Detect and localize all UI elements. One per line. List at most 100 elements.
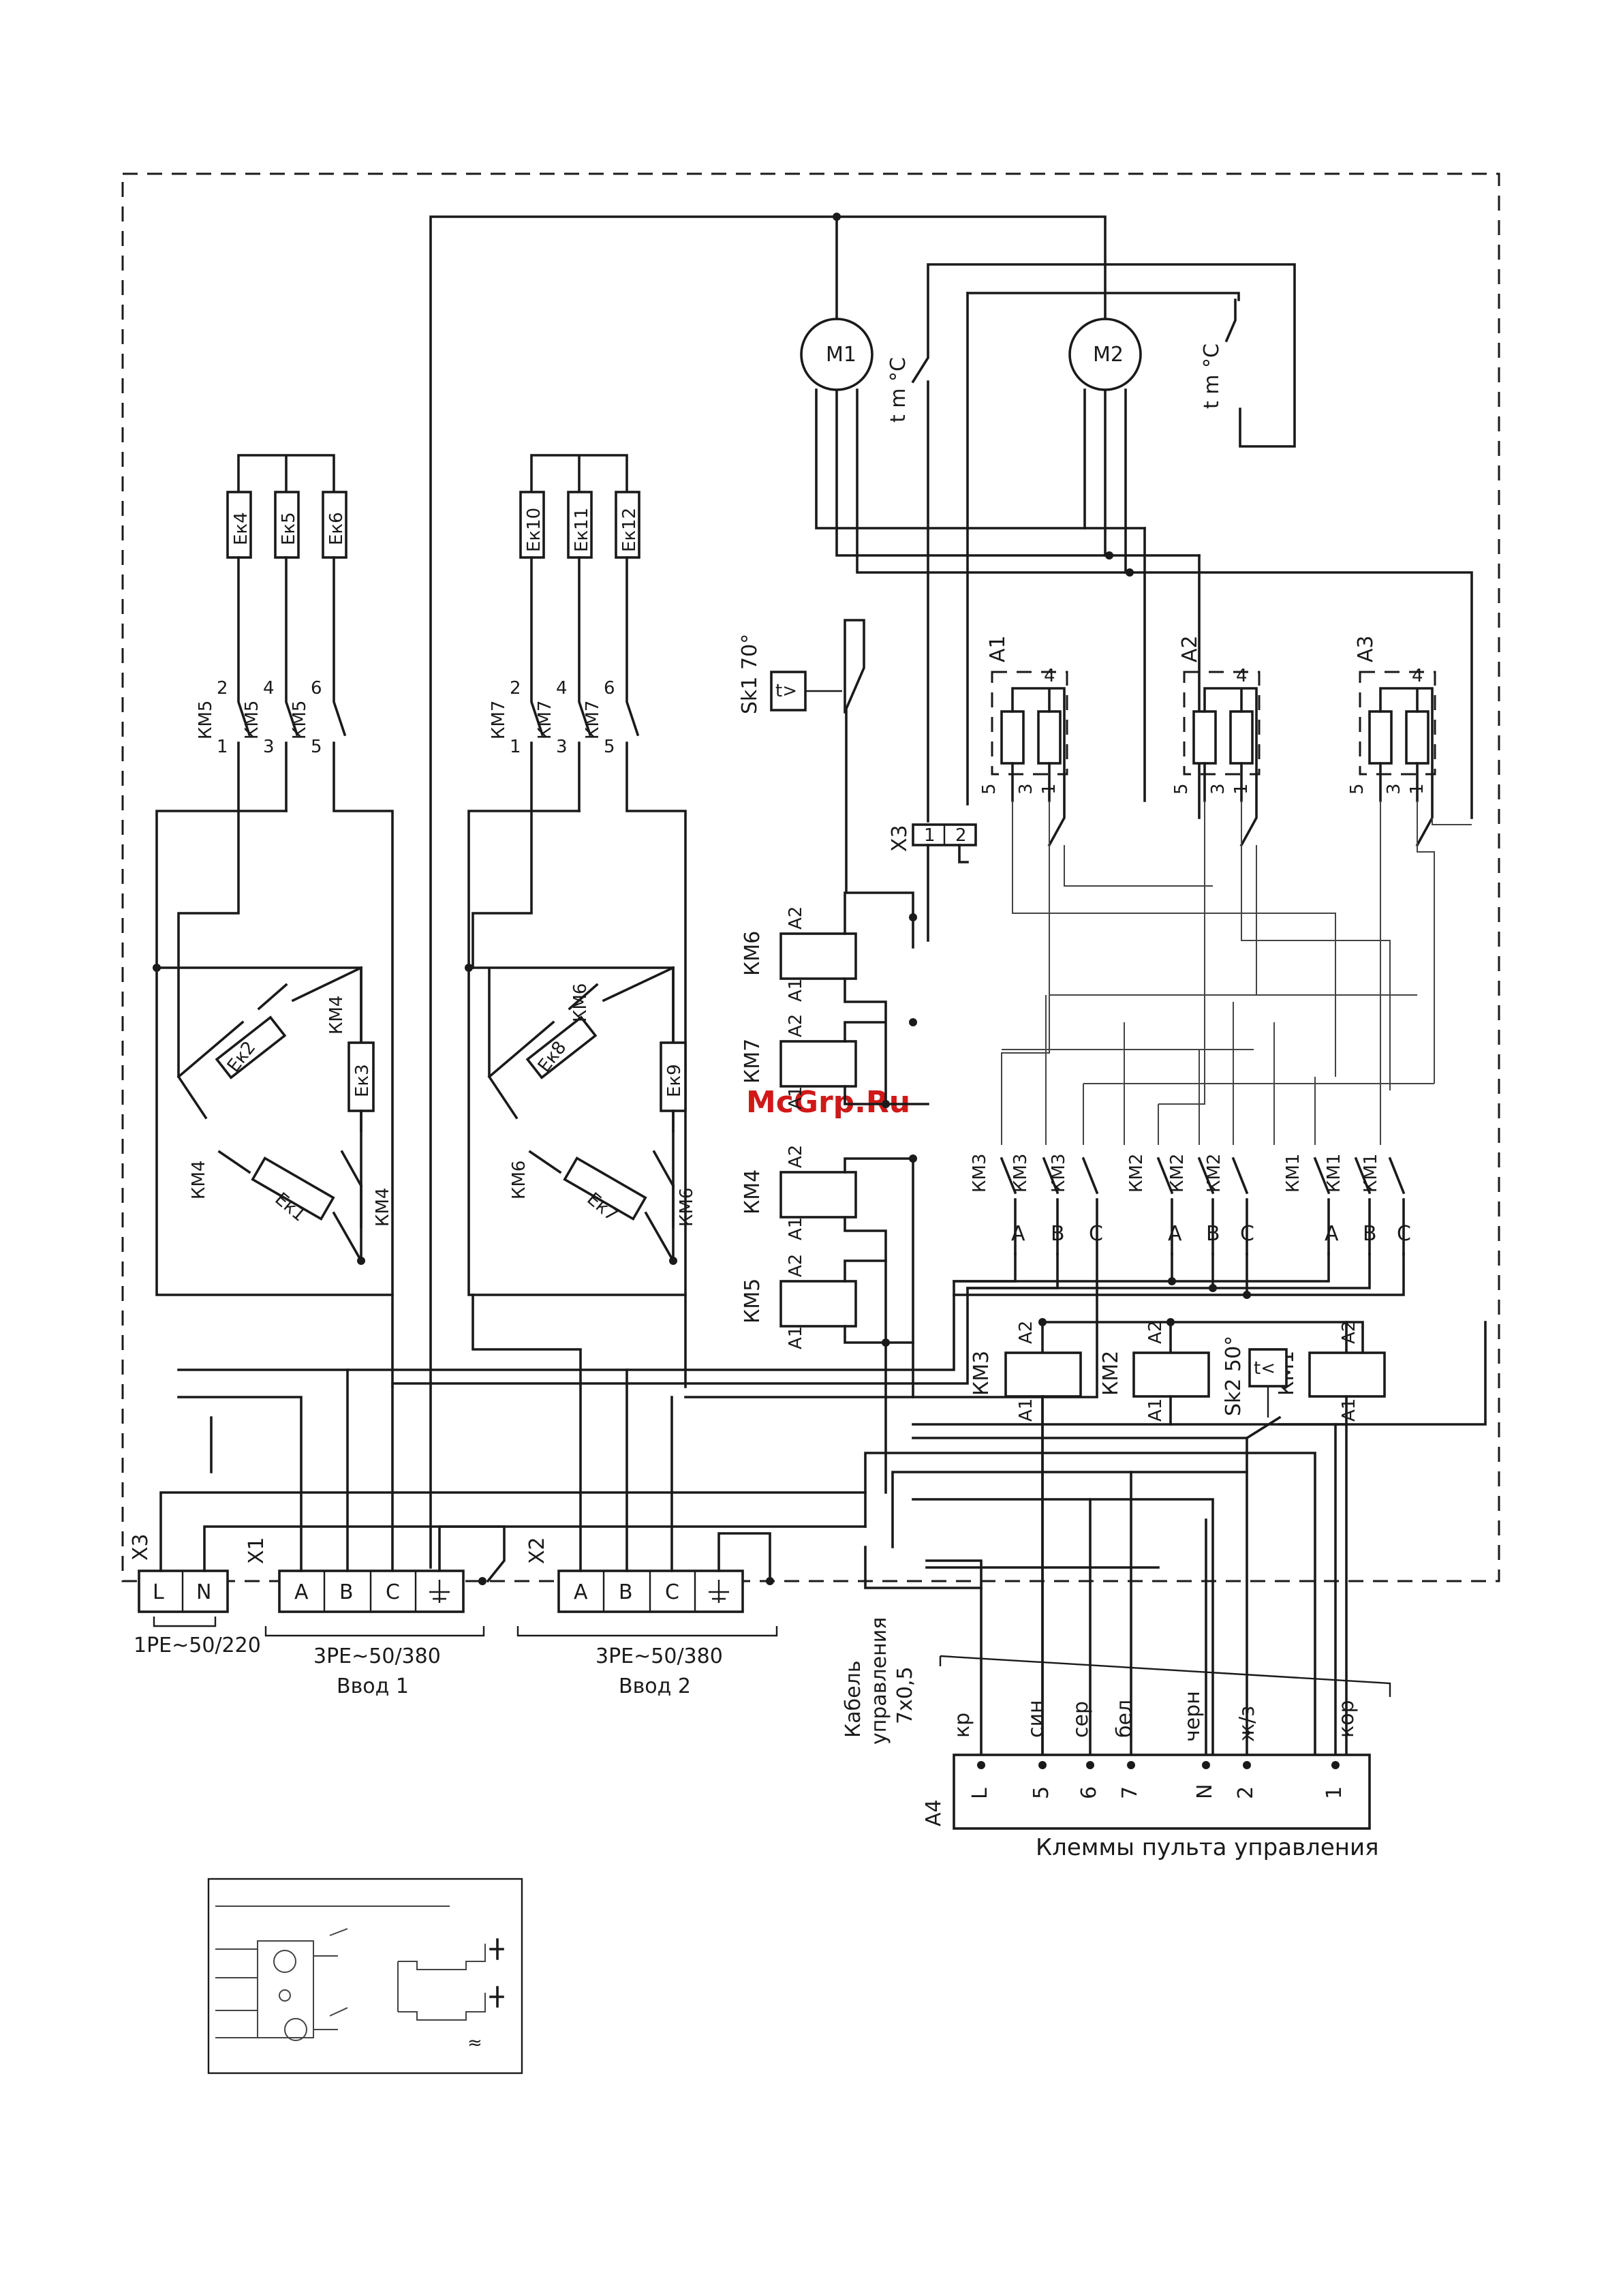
x3-mid-pin-2: 2 [955,825,967,846]
coil-km2-a2: А2 [1145,1321,1166,1344]
coil-km1 [1308,1351,1386,1398]
heater-group-km5: Ек4 Ек5 Ек6 2 4 6 1 3 5 КМ5 КМ5 КМ5 [177,454,394,1388]
cable-label-1: Кабель [841,1661,865,1739]
coil-km2 [1132,1351,1210,1398]
coil-km3-a2: А2 [1016,1321,1036,1344]
cable-label-3: 7х0,5 [893,1666,917,1724]
x3-pin-l: L [153,1580,164,1604]
km7-bot-5: 5 [604,737,615,757]
block-a3-label: А3 [1354,635,1378,662]
km2-phase-b: В [1206,1222,1220,1246]
km3-contact-label-2: КМ3 [1010,1154,1031,1193]
control-panel-a4: L 5 6 7 N 2 1 А4 Клеммы пульта управлени… [922,1754,1379,1861]
coil-km1-a1: А1 [1339,1398,1359,1422]
km7-bot-1: 1 [510,737,521,757]
motor-m1-thermal-label: t m °C [886,357,910,423]
panel-title: Клеммы пульта управления [1036,1834,1379,1861]
sk2-label: Sk2 50° [1222,1336,1246,1416]
km5-contact-label-1: КМ5 [196,701,216,739]
km5-contact-label-2: КМ5 [242,701,262,739]
heater-ek1 [251,1156,335,1221]
km4-label-c: КМ4 [373,1188,393,1227]
heater-ek10 [519,491,545,559]
coil-km4 [779,1171,857,1219]
km3-phase-a: А [1011,1222,1025,1246]
km1-contact-label-1: КМ1 [1283,1154,1303,1193]
fan-heater-block-a2: А2 4 5 3 1 [1171,635,1261,847]
km4-label-b: КМ4 [189,1161,209,1199]
motor-m2: M2 [1068,318,1142,391]
delta-heater-2: Ек8 Ек9 Ек7 КМ6 КМ6 КМ6 [465,810,697,1296]
sk1-symbol: t> [775,681,797,701]
heater-ek5-label: Ек5 [279,512,299,545]
x3-mid-pin-1: 1 [924,825,936,846]
wire-chern: черн [1181,1691,1205,1742]
heater-ek7 [563,1156,647,1221]
panel-pin-2: 2 [1234,1786,1258,1799]
km7-top-2: 2 [510,678,521,699]
coil-km6-a1: А1 [786,979,806,1002]
coil-km3-label: КМ3 [970,1351,993,1396]
km2-contact-label-1: КМ2 [1126,1154,1147,1193]
coil-km7-a2: А2 [786,1014,806,1037]
panel-label: А4 [922,1799,946,1826]
inset-detail: ≈ [207,1878,523,2075]
block-a3-pin-3: 3 [1384,783,1404,795]
coil-km5 [779,1280,857,1328]
km3-phase-b: В [1051,1222,1065,1246]
km1-contact-label-2: КМ1 [1324,1154,1344,1193]
panel-pin-1: 1 [1323,1786,1346,1799]
coil-km5-label: КМ5 [741,1279,764,1323]
block-a1-pin-5: 5 [979,783,1000,795]
km7-top-6: 6 [604,678,615,699]
block-a1-pin-1: 1 [1039,783,1060,795]
delta-heater-1: Ек2 Ек3 Ек1 КМ4 КМ4 КМ4 [153,810,394,1296]
km2-contact-label-2: КМ2 [1167,1154,1188,1193]
coil-km4-a1: А1 [786,1217,806,1240]
km1-contacts: КМ1 КМ1 КМ1 А В С [1283,1154,1411,1255]
heater-ek3-label: Ек3 [352,1064,373,1097]
block-a2-pin-5: 5 [1171,783,1192,795]
thermostat-sk1: t> Sk1 70° [738,619,914,949]
coil-km2-label: КМ2 [1099,1351,1123,1396]
coil-km5-a2: А2 [786,1254,806,1277]
coil-km5-a1: А1 [786,1326,806,1349]
heater-ek4-label: Ек4 [231,512,251,545]
wire-kr: кр [950,1713,974,1738]
heater-ek6-label: Ек6 [326,512,347,545]
motor-m1-label: M1 [826,343,856,367]
km2-phase-a: А [1168,1222,1182,1246]
coil-column-left: КМ6 КМ7 КМ4 КМ5 А2 А1 А2 А1 А2 А1 А2 А1 [741,891,929,1494]
block-a2-label: А2 [1178,635,1202,662]
coil-km3-a1: А1 [1016,1398,1036,1422]
panel-pin-5: 5 [1030,1786,1053,1799]
coil-column-bottom: КМ3 КМ2 КМ1 А2 А1 А2 А1 А2 А1 t< Sk2 50° [864,1318,1487,1766]
km5-top-4: 4 [263,678,275,699]
km4-label-a: КМ4 [326,996,347,1035]
motor-m2-label: M2 [1093,343,1124,367]
x1-pin-a: A [294,1580,309,1604]
terminal-x3: L N Х3 1PE~50/220 [129,1416,867,1657]
coil-km7 [779,1040,857,1088]
km7-bot-3: 3 [556,737,568,757]
terminal-x3-mid: 1 2 Х3 [888,823,977,942]
heater-ek5 [274,491,300,559]
km6-label-a: КМ6 [570,983,591,1022]
km2-contact-label-3: КМ2 [1204,1154,1224,1193]
fan-heater-block-a1: А1 4 5 3 1 [979,635,1068,847]
heater-ek2 [215,1015,287,1080]
heater-ek11-label: Ек11 [572,508,592,552]
enclosure-boundary [121,172,1500,1582]
km2-contacts: КМ2 КМ2 КМ2 А В С [1126,1154,1254,1255]
x1-label: Х1 [245,1537,268,1564]
panel-pin-l: L [968,1788,992,1799]
inset-symbol: ≈ [467,2033,482,2053]
km3-phase-c: С [1089,1222,1103,1246]
coil-km4-label: КМ4 [741,1169,764,1214]
x2-pin-b: B [619,1580,633,1604]
x1-input: Ввод 1 [337,1674,409,1698]
heater-ek9 [660,1041,687,1112]
x3-label: Х3 [129,1533,153,1561]
block-a1-label: А1 [986,635,1010,662]
